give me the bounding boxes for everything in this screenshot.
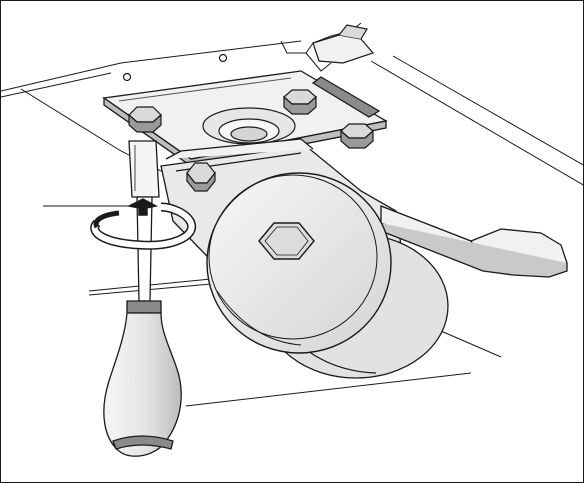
frame-bracket: [122, 24, 375, 82]
hex-nut-icon: [128, 106, 162, 133]
rotation-arrow-icon: [90, 198, 197, 250]
hex-nut-icon: [340, 123, 374, 149]
caster-wheel-icon: [206, 172, 392, 354]
screwdriver-icon: [103, 140, 182, 457]
hex-nut-icon: [186, 162, 216, 192]
hex-nut-icon: [283, 89, 317, 115]
swivel-bearing: [202, 107, 296, 145]
